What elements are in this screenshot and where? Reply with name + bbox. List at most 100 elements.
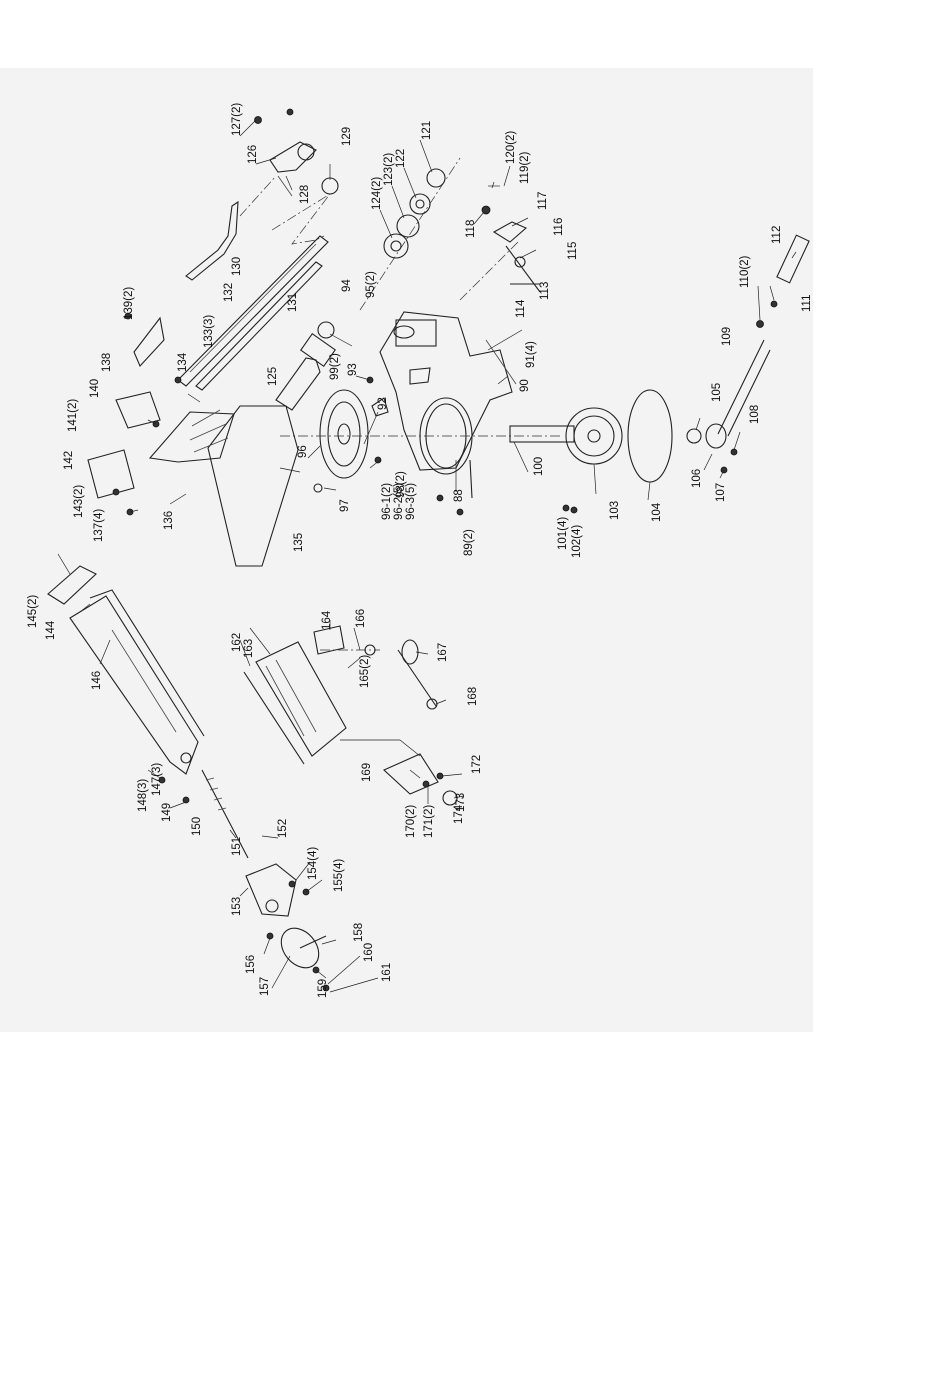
part-label: 166 [355,609,367,628]
part-label: 123(2) [383,153,395,186]
part-label: 148(3) [137,779,149,812]
part-label: 142 [63,451,75,470]
part-104-belt [627,389,673,483]
part-label: 157 [259,977,271,996]
part-132-bar [195,261,323,391]
part-label: 129 [341,127,353,146]
part-90-guard [379,311,513,471]
part-label: 156 [245,955,257,974]
part-label: 96-3(5) [405,483,417,520]
part-label: 97 [339,499,351,512]
part-label: 127(2) [231,103,243,136]
part-125-gear [275,357,321,411]
part-140-plate [115,391,161,429]
part-label: 134 [177,352,189,372]
part-label: 143(2) [73,485,85,518]
part-label: 94 [341,279,353,292]
part-label: 173 [455,793,467,812]
part-label: 126 [247,145,259,164]
part-142-plate [87,449,135,499]
part-105-collar [686,428,702,444]
part-label: 124(2) [371,177,383,210]
part-label: 172 [471,755,483,774]
part-label: 106 [691,469,703,488]
part-169-bracket [383,753,439,795]
part-label: 110(2) [739,255,751,288]
part-label: 163 [243,639,255,658]
part-label: 141(2) [67,399,79,432]
part-label: 154(4) [307,847,319,880]
part-label: 171(2) [423,805,435,838]
part-label: 145(2) [27,595,39,628]
part-label: 116 [553,218,565,236]
part-label: 99(2) [329,353,341,380]
part-label: 119(2) [519,151,531,184]
part-label: 137(4) [93,509,105,542]
part-label: 96-2(5) [393,483,405,520]
part-label: 113 [539,282,551,300]
part-label: 135 [293,533,305,552]
part-label: 90 [519,379,531,392]
part-label: 159 [317,979,329,998]
part-129-nut [321,177,339,195]
part-label: 102(4) [571,525,583,558]
part-label: 146 [91,671,103,690]
part-label: 95(2) [365,271,377,298]
part-label: 98(2) [395,471,407,498]
part-label: 122 [395,149,407,168]
part-164-block [313,625,345,655]
part-label: 169 [361,763,373,782]
part-label: 88 [453,489,465,502]
part-label: 167 [437,643,449,662]
part-label: 164 [321,610,333,630]
part-label: 133(3) [203,315,215,348]
part-label: 93 [347,363,359,376]
part-label: 107 [715,483,727,502]
part-label: 103 [609,501,621,520]
part-label: 155(4) [333,859,345,892]
part-label: 105 [711,383,723,402]
leader-lines [57,119,797,993]
part-label: 100 [533,457,545,476]
part-label: 132 [223,283,235,302]
part-label: 144 [45,620,57,640]
part-label: 112 [771,226,783,244]
part-label: 138 [101,353,113,372]
part-label: 151 [231,837,243,856]
part-label: 117 [537,192,549,210]
part-label: 147(3) [151,763,163,796]
part-126-bracket [269,141,317,173]
part-135-table [207,405,299,567]
part-label: 165(2) [359,655,371,688]
part-label: 139(2) [123,287,135,320]
part-label: 111 [801,295,813,312]
part-label: 162 [231,633,243,652]
part-label: 92 [377,397,389,410]
part-label: 160 [363,943,375,962]
part-label: 109 [721,327,733,346]
part-label: 114 [515,299,527,318]
part-109-lever [717,339,765,435]
part-label: 161 [381,963,393,982]
part-label: 136 [163,511,175,530]
part-153-block [245,863,297,917]
part-151-screw [201,769,249,859]
part-label: 130 [231,257,243,276]
part-146-frame [69,595,199,775]
part-label: 91(4) [525,341,537,368]
part-label: 150 [191,817,203,836]
part-label: 158 [353,923,365,942]
part-96-wheel [319,389,369,479]
part-162-bar [243,671,305,765]
part-label: 96 [297,445,309,458]
part-label: 121 [421,121,433,140]
part-label: 108 [749,405,761,424]
part-131-rod [177,235,329,387]
part-138-plate [133,316,165,367]
part-label: 131 [287,293,299,312]
part-label: 120(2) [505,131,517,164]
part-label: 125 [267,367,279,386]
